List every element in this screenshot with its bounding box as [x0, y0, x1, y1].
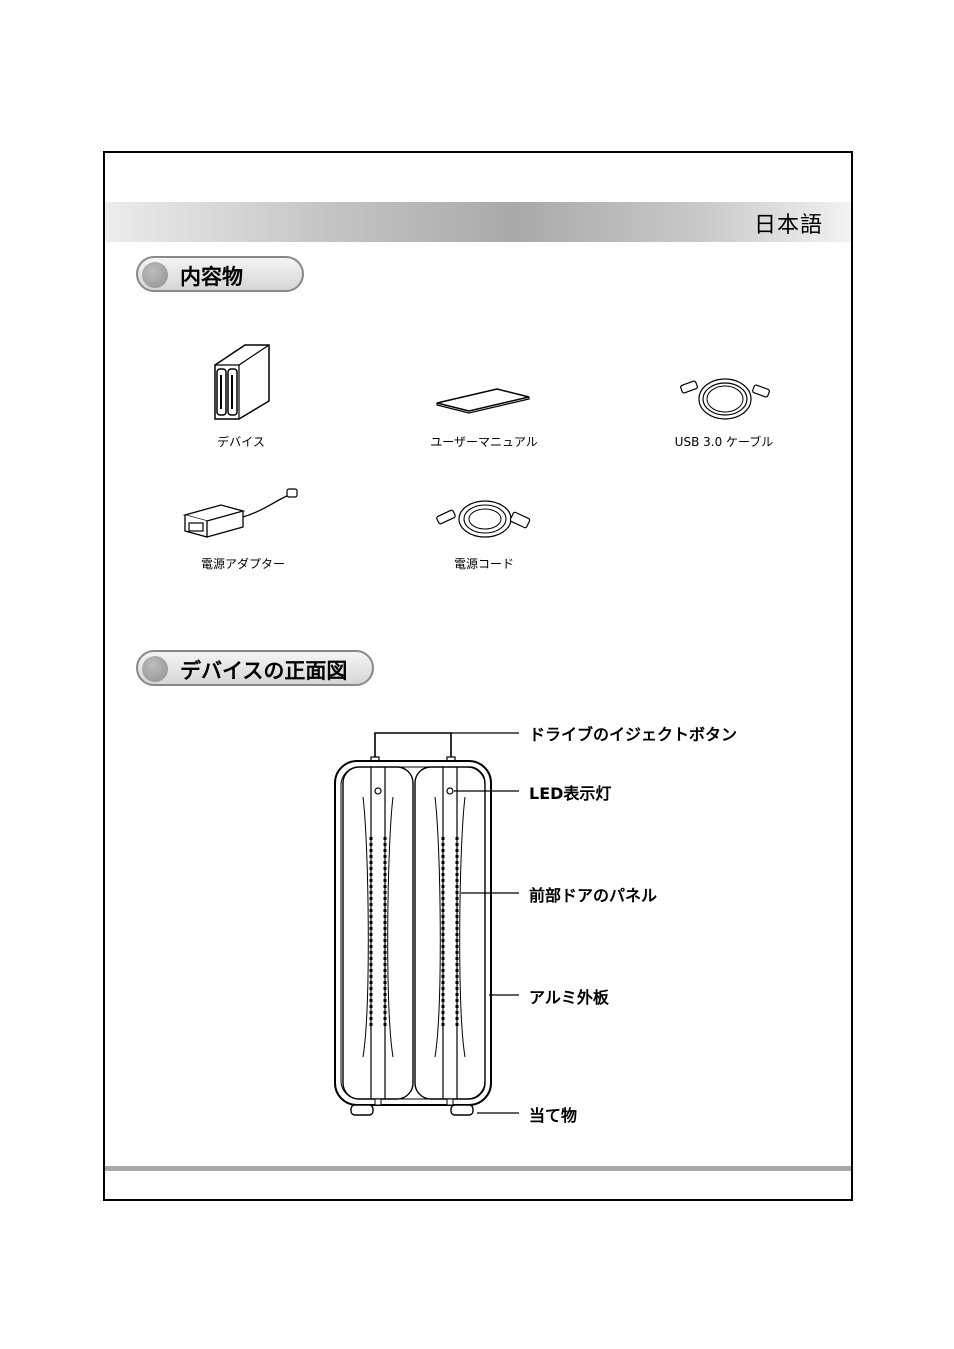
item-label-power-cord: 電源コード	[453, 557, 515, 571]
section-heading-contents: 内容物	[136, 256, 304, 292]
callout-eject-button: ドライブのイジェクトボタン	[529, 725, 738, 744]
item-label-manual: ユーザーマニュアル	[430, 435, 538, 449]
language-label: 日本語	[753, 213, 823, 238]
device-front-view-diagram	[334, 732, 492, 1116]
power-cord-icon	[436, 500, 531, 538]
section-title: デバイスの正面図	[180, 659, 348, 683]
bullet-dot-icon	[142, 656, 168, 682]
footer-divider	[105, 1166, 851, 1171]
manual-icon	[436, 388, 530, 414]
language-header-bar: 日本語	[105, 202, 851, 242]
callout-aluminum-shell: アルミ外板	[529, 988, 609, 1007]
device-icon	[214, 344, 270, 420]
power-adapter-icon	[182, 488, 298, 538]
usb-cable-icon	[680, 378, 770, 420]
callout-foot-pad: 当て物	[529, 1106, 578, 1125]
item-label-device: デバイス	[217, 435, 265, 449]
section-title: 内容物	[180, 265, 243, 289]
item-label-usb-cable: USB 3.0 ケーブル	[674, 435, 774, 449]
callout-leader-lines	[451, 732, 519, 1114]
section-heading-front-view: デバイスの正面図	[136, 650, 374, 686]
bullet-dot-icon	[142, 262, 168, 288]
callout-front-door-panel: 前部ドアのパネル	[529, 886, 658, 905]
callout-led-indicator: LED表示灯	[529, 784, 612, 803]
page-frame: 日本語 内容物 デバイス ユーザーマニュアル USB 3.0 ケーブル	[103, 151, 853, 1201]
item-label-power-adapter: 電源アダプター	[200, 557, 286, 571]
